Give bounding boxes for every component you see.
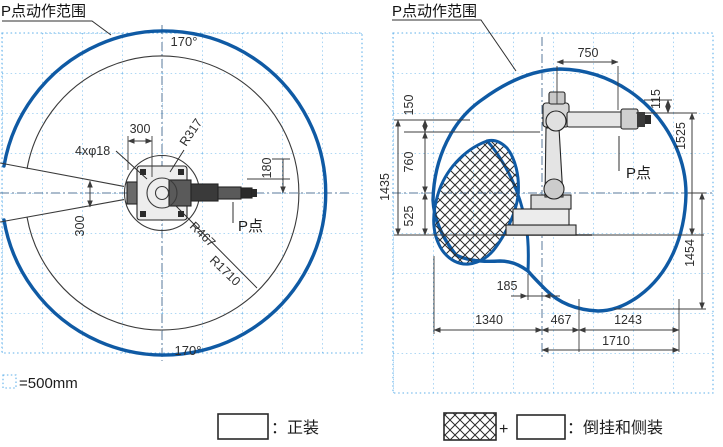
mounting-hole [178, 169, 184, 175]
holes-label: 4xφ18 [75, 144, 110, 158]
dim-label: 185 [497, 279, 518, 293]
grid-right-border [392, 32, 714, 394]
dim-750: 750 [556, 46, 619, 110]
grid-square-sample [2, 374, 17, 389]
grid-scale-label: =500mm [19, 375, 78, 392]
inverted-mount-region [432, 138, 520, 266]
normal-mount-label: ：正装 [271, 419, 319, 437]
plain-box [516, 414, 566, 440]
inverted-mount-label: ：倒挂和侧装 [567, 419, 663, 437]
wrist [620, 108, 639, 130]
dim-300-top: 300 [127, 122, 153, 177]
mounting-hole [140, 169, 146, 175]
dim-1340: 1340 [433, 256, 543, 334]
r1710-circle [26, 55, 300, 331]
p-point-label-left: P点 [232, 202, 263, 235]
dim-label: 150 [402, 95, 416, 116]
dim-label: 750 [578, 46, 599, 60]
dim-label: 1435 [378, 173, 392, 201]
dim-label: 1454 [683, 239, 697, 267]
base-body [512, 208, 570, 226]
turret [168, 179, 192, 207]
dim-label: 1243 [614, 313, 642, 327]
dead-zone-wedge-lines [0, 162, 125, 223]
dim-300-side: 300 [73, 180, 93, 237]
label-mounting-holes: 4xφ18 [75, 144, 148, 180]
crosshatch-box [443, 412, 497, 441]
dim-label: 467 [551, 313, 572, 327]
tool-tip [645, 115, 651, 124]
dim-115: 115 [636, 89, 697, 114]
plus-sign: + [499, 421, 508, 438]
dim-label: 300 [73, 216, 87, 237]
dim-150: 150 [394, 95, 540, 133]
flange [252, 189, 257, 197]
rotation-angle-bottom: 170° [175, 343, 202, 358]
dim-label: 115 [649, 89, 663, 109]
j1-axis-center [154, 185, 170, 201]
rotation-angle-top: 170° [171, 34, 198, 49]
dim-label: 1710 [602, 334, 630, 348]
p-point-envelope-circle [2, 29, 328, 357]
j1-axis-ring [146, 177, 178, 209]
wrist [240, 187, 253, 199]
shoulder-joint [543, 178, 565, 200]
dim-467: 467 [541, 299, 580, 352]
dim-1710: 1710 [541, 334, 680, 353]
mounting-hole [178, 211, 184, 217]
dim-label: 525 [402, 206, 416, 227]
left-title: P点动作范围 [1, 3, 86, 20]
p-point-text: P点 [238, 218, 263, 235]
dim-label: 1525 [674, 122, 688, 150]
mounting-legend: ：正装 + ：倒挂和侧装 [217, 412, 663, 441]
dim-760: 760 [402, 131, 428, 194]
dim-1525: 1525 [578, 112, 704, 236]
dim-1454: 1454 [614, 192, 706, 310]
top-view-panel: P点动作范围 170° 170° 300 300 4xφ18 R317 R467 [0, 3, 363, 361]
dim-185: 185 [497, 274, 560, 300]
dim-label: 300 [130, 122, 151, 136]
dim-label: 1340 [475, 313, 503, 327]
right-title-leader [392, 19, 517, 72]
dim-label: 180 [260, 158, 274, 179]
p-point-text: P点 [626, 165, 651, 182]
side-view-panel: P点动作范围 750 150 760 525 1435 [378, 3, 714, 394]
p-point-label-right: P点 [618, 136, 651, 182]
normal-mount-box [217, 413, 269, 440]
dim-180: 180 [247, 158, 290, 194]
rear-connector [126, 181, 138, 205]
mounting-hole [140, 211, 146, 217]
robot-top-view [126, 165, 257, 221]
upper-arm [190, 183, 219, 202]
dim-1243: 1243 [578, 299, 680, 352]
dim-label: 760 [402, 152, 416, 173]
left-title-leader [2, 20, 112, 36]
right-title: P点动作范围 [392, 3, 477, 20]
dim-1435: 1435 [378, 119, 401, 236]
forearm [566, 111, 624, 128]
scale-legend: =500mm [2, 374, 78, 392]
forearm [217, 186, 242, 200]
robot-side-view [496, 91, 651, 236]
flange [637, 112, 645, 127]
elbow-joint [545, 110, 567, 132]
p-point-envelope-side [431, 67, 688, 313]
dim-525: 525 [394, 192, 506, 236]
base-plate [505, 224, 577, 236]
